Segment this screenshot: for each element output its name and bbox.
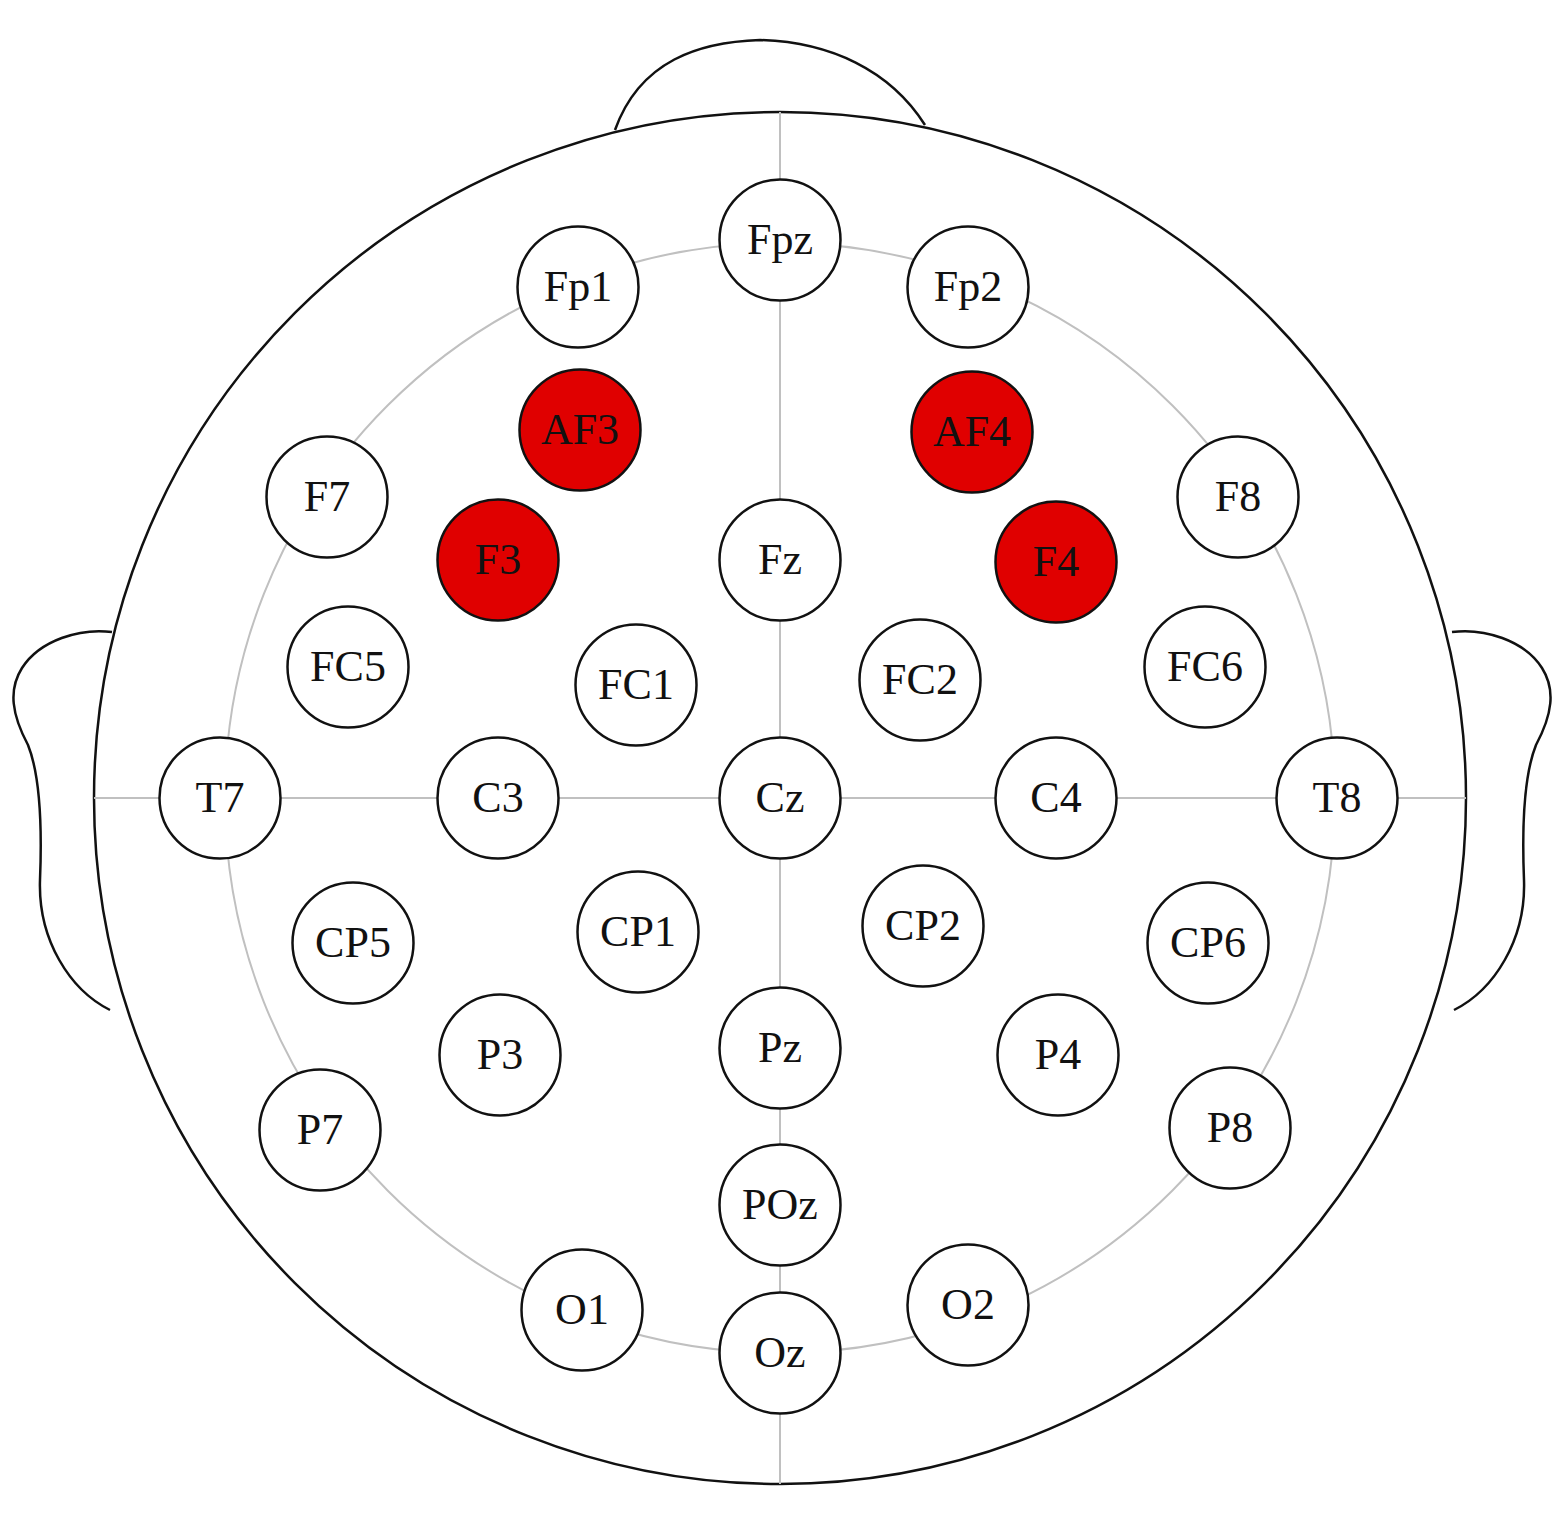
electrode-circle: Fp2 (906, 225, 1030, 349)
electrode-disc (863, 866, 984, 987)
electrode-disc (720, 1293, 841, 1414)
electrode-disc (912, 372, 1033, 493)
electrode-label: F4 (1033, 540, 1079, 584)
electrode-circle: F3 (436, 498, 560, 622)
electrode-label: AF3 (541, 408, 619, 452)
electrode-label: T7 (196, 776, 245, 820)
electrode-circle: Pz (718, 986, 842, 1110)
electrode-label: Fp2 (934, 265, 1002, 309)
electrode-disc (522, 1250, 643, 1371)
electrode-circle: Cz (718, 736, 842, 860)
electrode-label: C3 (472, 776, 523, 820)
electrode-label: F8 (1215, 475, 1261, 519)
electrode-label: O2 (941, 1283, 995, 1327)
electrode-disc (998, 995, 1119, 1116)
electrode-circle: C4 (994, 736, 1118, 860)
electrode-circle: Fp1 (516, 225, 640, 349)
electrode-circle: P4 (996, 993, 1120, 1117)
electrode-disc (908, 1245, 1029, 1366)
electrode-disc (996, 738, 1117, 859)
electrode-circle: CP6 (1146, 881, 1270, 1005)
electrode-disc (438, 500, 559, 621)
electrode-disc (720, 1145, 841, 1266)
electrode-label: FC2 (882, 658, 958, 702)
electrode-circle: Fz (718, 498, 842, 622)
electrode-disc (160, 738, 281, 859)
electrode-disc (293, 883, 414, 1004)
electrode-label: Cz (756, 776, 805, 820)
electrode-circle: C3 (436, 736, 560, 860)
electrode-label: CP6 (1170, 921, 1246, 965)
electrode-circle: AF3 (518, 368, 642, 492)
electrode-label: FC1 (598, 663, 674, 707)
electrode-label: T8 (1313, 776, 1362, 820)
electrode-circle: FC2 (858, 618, 982, 742)
electrode-circle: T7 (158, 736, 282, 860)
electrode-label: O1 (555, 1288, 609, 1332)
electrode-label: Pz (758, 1026, 802, 1070)
electrode-circle: F7 (265, 435, 389, 559)
electrode-label: CP2 (885, 904, 961, 948)
electrode-circle: F8 (1176, 435, 1300, 559)
electrode-disc (1148, 883, 1269, 1004)
electrode-label: FC6 (1167, 645, 1243, 689)
electrode-label: AF4 (933, 410, 1011, 454)
electrode-label: C4 (1030, 776, 1081, 820)
electrode-disc (260, 1070, 381, 1191)
electrode-circle: T8 (1275, 736, 1399, 860)
electrode-disc (1170, 1068, 1291, 1189)
electrode-label: Oz (754, 1331, 805, 1375)
electrode-label: POz (742, 1183, 818, 1227)
electrode-circle: CP5 (291, 881, 415, 1005)
electrode-circle: O1 (520, 1248, 644, 1372)
electrode-disc (996, 502, 1117, 623)
electrode-circle: AF4 (910, 370, 1034, 494)
electrode-circle: CP1 (576, 870, 700, 994)
electrode-circle: FC1 (574, 623, 698, 747)
electrode-disc (720, 180, 841, 301)
electrode-disc (288, 607, 409, 728)
electrode-label: P4 (1035, 1033, 1081, 1077)
electrode-disc (518, 227, 639, 348)
electrode-label: P7 (297, 1108, 343, 1152)
electrode-circle: F4 (994, 500, 1118, 624)
electrode-disc (267, 437, 388, 558)
electrode-circle: CP2 (861, 864, 985, 988)
electrode-label: CP1 (600, 910, 676, 954)
electrode-circle: POz (718, 1143, 842, 1267)
electrode-circle: Fpz (718, 178, 842, 302)
electrode-disc (720, 500, 841, 621)
electrode-label: F3 (475, 538, 521, 582)
electrode-circle: FC6 (1143, 605, 1267, 729)
electrode-circle: Oz (718, 1291, 842, 1415)
electrode-disc (438, 738, 559, 859)
electrode-disc (576, 625, 697, 746)
electrode-disc (720, 738, 841, 859)
electrode-disc (1277, 738, 1398, 859)
electrode-circle: P3 (438, 993, 562, 1117)
electrode-disc (720, 988, 841, 1109)
electrode-disc (1145, 607, 1266, 728)
electrode-circle: O2 (906, 1243, 1030, 1367)
electrode-disc (578, 872, 699, 993)
electrode-disc (520, 370, 641, 491)
electrode-label: Fp1 (544, 265, 612, 309)
electrode-label: FC5 (310, 645, 386, 689)
electrode-label: Fpz (747, 218, 813, 262)
electrode-label: P8 (1207, 1106, 1253, 1150)
electrode-label: P3 (477, 1033, 523, 1077)
electrode-circle: FC5 (286, 605, 410, 729)
electrode-circle: P8 (1168, 1066, 1292, 1190)
electrode-label: CP5 (315, 921, 391, 965)
electrode-disc (440, 995, 561, 1116)
electrode-label: Fz (758, 538, 802, 582)
electrode-disc (908, 227, 1029, 348)
electrode-disc (860, 620, 981, 741)
electrode-circle: P7 (258, 1068, 382, 1192)
head-circle (94, 112, 1466, 1484)
electrode-label: F7 (304, 475, 350, 519)
electrode-disc (1178, 437, 1299, 558)
